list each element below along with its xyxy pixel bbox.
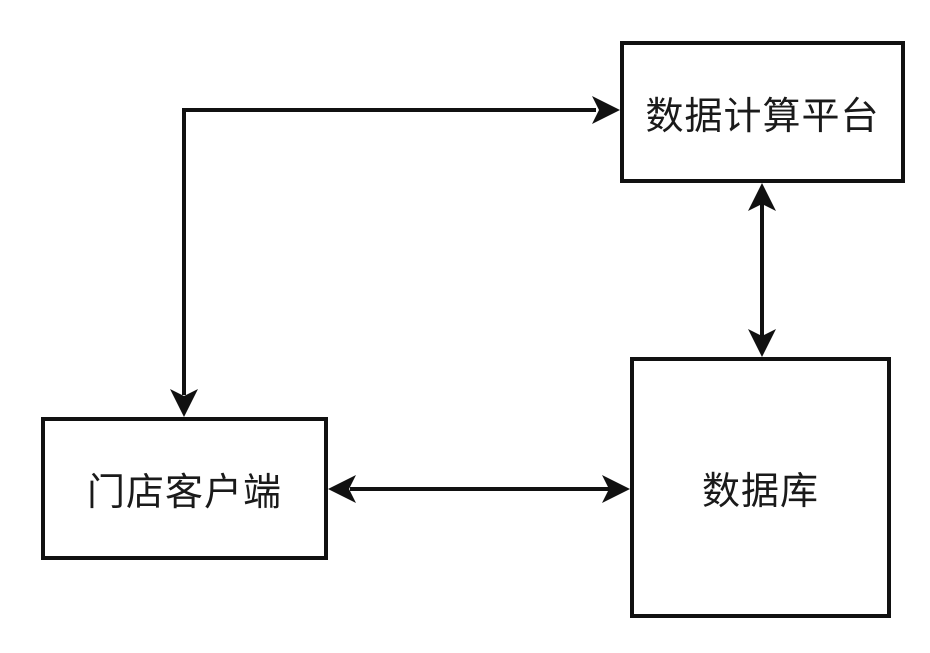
node-store-client: 门店客户端 bbox=[41, 417, 328, 560]
node-label-store-client: 门店客户端 bbox=[87, 461, 282, 516]
node-data-computing-platform: 数据计算平台 bbox=[620, 41, 905, 183]
arrowhead-to-platform bbox=[592, 96, 620, 124]
node-database: 数据库 bbox=[630, 357, 891, 618]
connector-store-database bbox=[328, 475, 630, 503]
node-label-database: 数据库 bbox=[702, 460, 819, 515]
node-label-platform: 数据计算平台 bbox=[645, 85, 879, 140]
connector-store-platform bbox=[170, 96, 620, 417]
connector-platform-database bbox=[748, 183, 776, 357]
